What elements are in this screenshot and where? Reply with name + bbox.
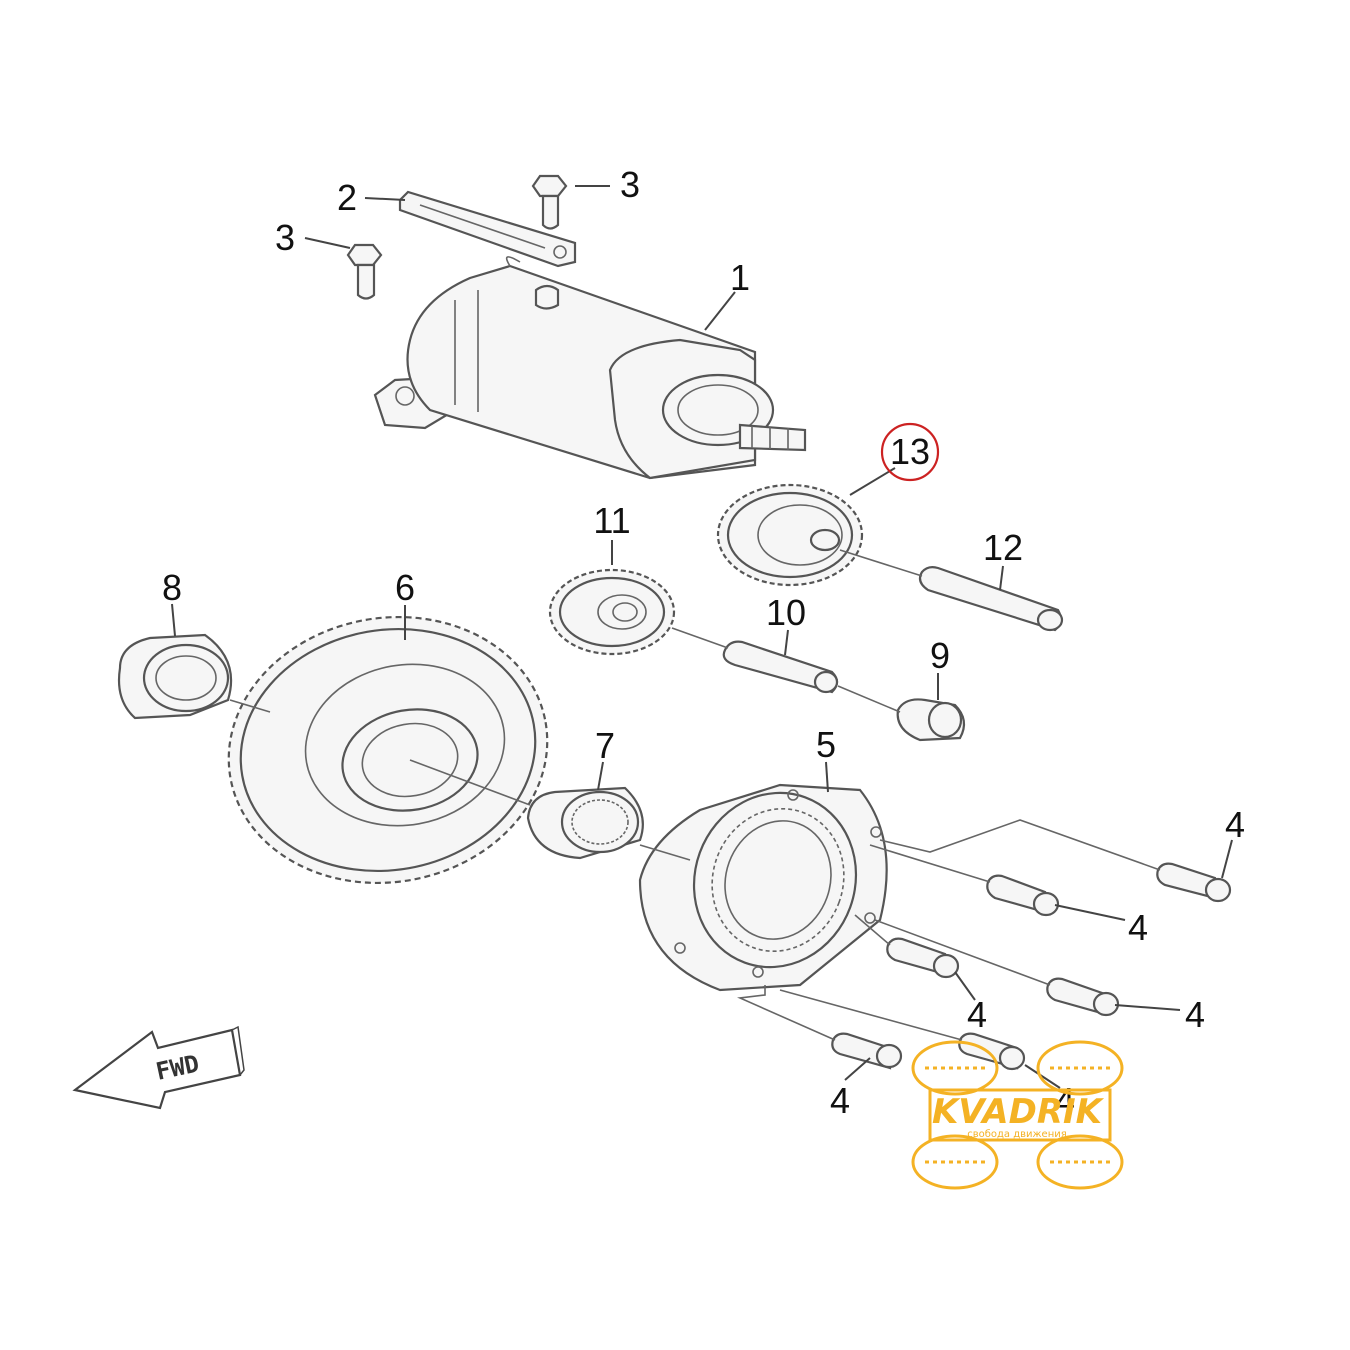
callout-6: 6 <box>395 567 415 608</box>
logo-brand: KVADRIK <box>932 1092 1105 1132</box>
bolt-4-c <box>886 937 960 979</box>
bolt-4-f <box>958 1032 1026 1071</box>
shaft-12 <box>918 566 1064 632</box>
callout-4-b: 4 <box>1128 907 1148 948</box>
callout-3-left: 3 <box>275 217 295 258</box>
callout-8: 8 <box>162 567 182 608</box>
bolt-4-a <box>1156 862 1232 903</box>
callout-3-upper: 3 <box>620 164 640 205</box>
callout-10: 10 <box>766 592 806 633</box>
starter-motor <box>373 256 807 480</box>
bolt-4-d <box>1046 977 1120 1017</box>
callout-12: 12 <box>983 527 1023 568</box>
assembly-lines <box>229 549 1161 1041</box>
callout-4-a: 4 <box>1225 804 1245 845</box>
mounting-bracket <box>398 190 577 268</box>
callout-11: 11 <box>593 500 630 541</box>
bearing-ring-8 <box>117 633 233 720</box>
bolt-upper <box>531 174 568 230</box>
shaft-10 <box>722 640 839 694</box>
clutch-plate-5 <box>638 783 888 992</box>
callout-5: 5 <box>816 724 836 765</box>
gear-11 <box>548 568 676 656</box>
kvadrik-logo: KVADRIK свобода движения <box>911 1040 1124 1190</box>
callout-labels: 1 2 3 3 4 4 4 4 4 4 4 5 6 7 8 9 10 11 12… <box>162 164 1245 1121</box>
logo-tagline: свобода движения <box>967 1129 1067 1140</box>
bolt-4-b <box>986 874 1060 917</box>
bushing-9 <box>896 698 966 742</box>
callout-1: 1 <box>730 257 750 298</box>
highlight-circle-13 <box>880 422 940 482</box>
gear-6 <box>227 615 549 885</box>
callout-4-d: 4 <box>1185 994 1205 1035</box>
callout-4-c: 4 <box>967 994 987 1035</box>
forward-direction-arrow: FWD <box>72 1025 245 1110</box>
callout-13: 13 <box>890 431 930 472</box>
bolt-4-e <box>831 1032 903 1070</box>
callout-leaders <box>171 185 1233 1089</box>
callout-2: 2 <box>337 177 357 218</box>
callout-4-e: 4 <box>830 1080 850 1121</box>
gear-13 <box>716 483 864 587</box>
needle-bearing-7 <box>526 786 644 860</box>
callout-7: 7 <box>595 725 615 766</box>
callout-9: 9 <box>930 635 950 676</box>
bolt-left <box>346 243 383 300</box>
